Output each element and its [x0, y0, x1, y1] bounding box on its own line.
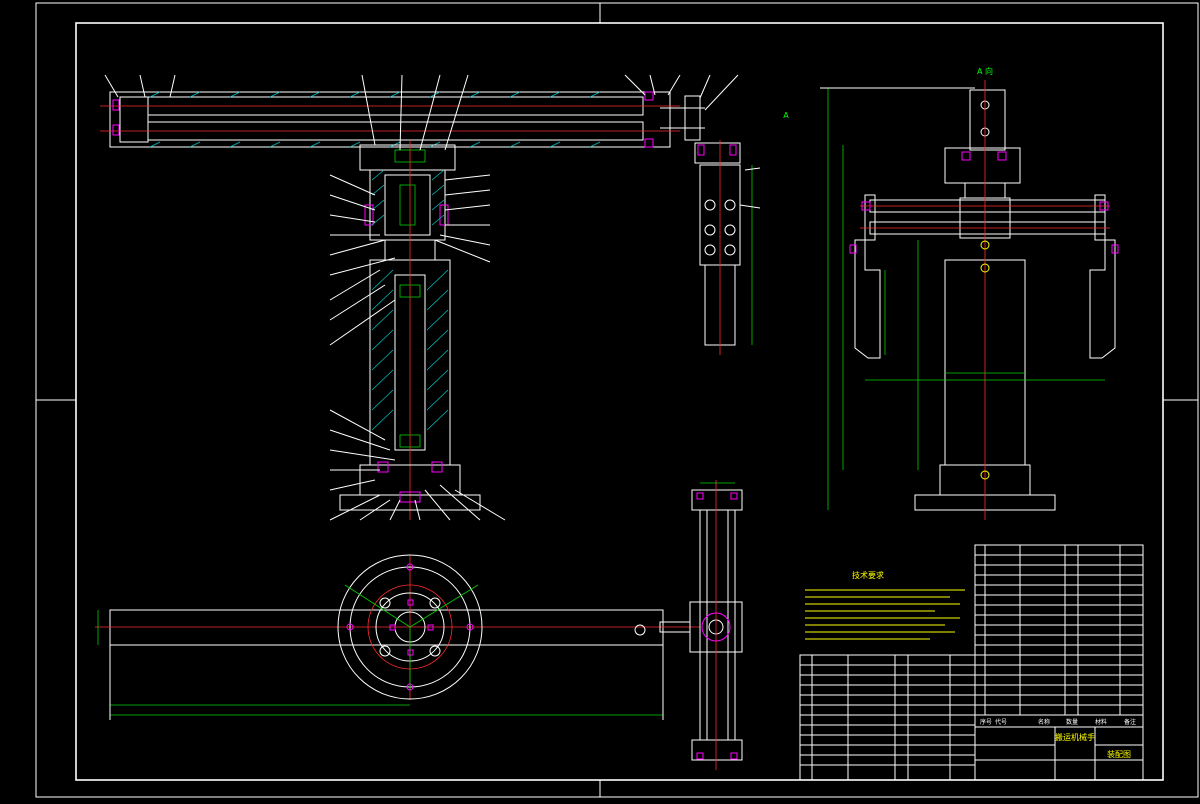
- col-remarks: 备注: [1124, 718, 1136, 726]
- side-elevation-view: [820, 80, 1119, 520]
- section-mark: A: [783, 111, 789, 120]
- title-block: 搬运机械手 装配图: [974, 726, 1144, 781]
- col-code: 代号: [995, 718, 1007, 726]
- title-block-name: 搬运机械手: [1055, 732, 1095, 742]
- plan-view: [95, 480, 743, 770]
- tech-requirements-title: 技术要求: [852, 570, 884, 580]
- col-seq: 序号: [980, 718, 992, 726]
- title-block-drawing: 装配图: [1107, 749, 1131, 759]
- parts-list-table: 序号 代号 名称 数量 材料 备注: [799, 544, 1144, 781]
- main-section-view: [100, 74, 739, 521]
- top-view-label: A 向: [977, 66, 993, 76]
- col-qty: 数量: [1066, 718, 1078, 726]
- gripper-side-view: [694, 140, 761, 355]
- col-material: 材料: [1095, 718, 1107, 726]
- sheet-border: [35, 2, 1199, 798]
- col-name: 名称: [1038, 718, 1050, 726]
- technical-requirements: 技术要求: [805, 570, 965, 640]
